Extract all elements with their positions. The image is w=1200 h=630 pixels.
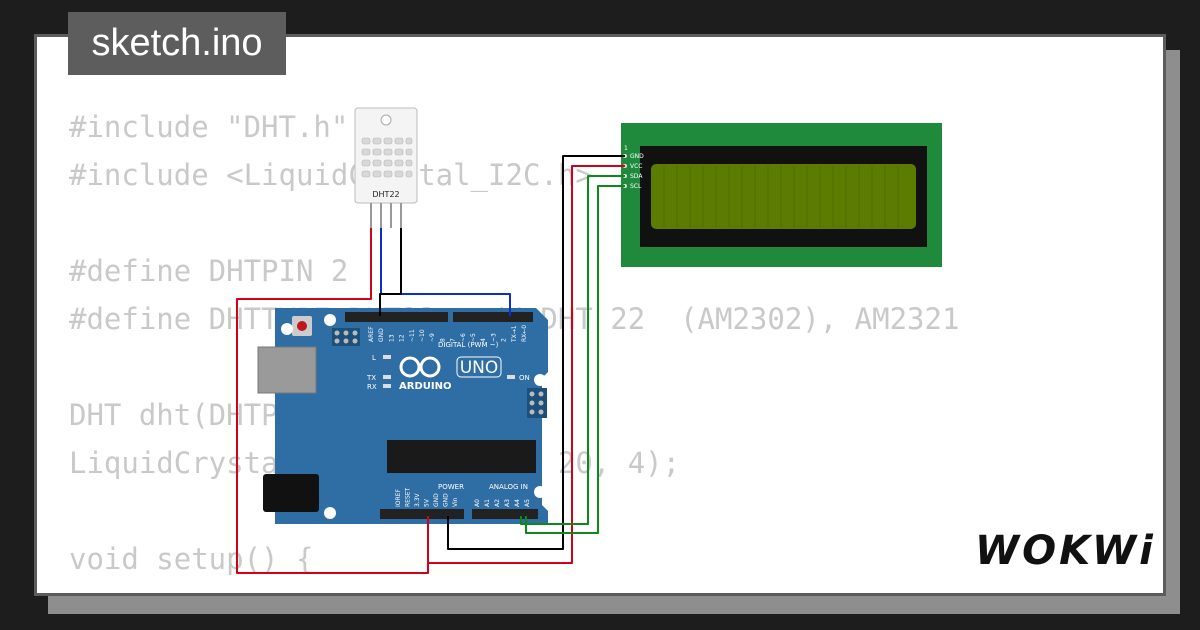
pin-label: A2 xyxy=(494,499,501,507)
arduino-infinity-logo-icon xyxy=(399,356,441,378)
wire-dht-data-blue xyxy=(380,228,511,316)
rx-label: RX xyxy=(367,383,377,391)
pin-label: A0 xyxy=(474,499,481,507)
analog-header xyxy=(472,509,538,519)
lcd-pin-scl-label: SCL xyxy=(630,183,642,190)
wire-lcd-sda-green xyxy=(520,175,625,525)
pin-label: Vin xyxy=(452,497,459,507)
pin-label: 3.3V xyxy=(414,492,421,507)
pin-label: A1 xyxy=(484,499,491,507)
wire-lcd-vcc-red xyxy=(428,165,625,564)
pin-label: A5 xyxy=(524,499,531,507)
pin-label: ~11 xyxy=(409,329,416,342)
arduino-brand-label: ARDUINO xyxy=(399,381,451,392)
wire-dht-gnd-black xyxy=(379,228,402,316)
microcontroller-chip xyxy=(387,440,536,473)
uno-badge xyxy=(456,356,502,378)
pin-label: ~6 xyxy=(460,333,467,342)
digital-label: DIGITAL (PWM ~) xyxy=(438,341,499,349)
pin-label: 13 xyxy=(388,334,395,342)
lcd-char-grid xyxy=(663,166,899,227)
pin-label: ~9 xyxy=(429,333,436,342)
power-jack xyxy=(263,474,319,512)
dht22-body xyxy=(354,107,418,204)
pin-label: GND xyxy=(433,493,440,507)
lcd-pin-1-label: 1 xyxy=(624,145,628,152)
lcd-pin-vcc-label: VCC xyxy=(630,163,642,170)
pin-label: A3 xyxy=(504,499,511,507)
pin-label: 7 xyxy=(450,338,457,342)
icsp-header xyxy=(332,328,360,346)
mount-hole-4 xyxy=(534,486,546,498)
on-label: ON xyxy=(519,374,530,382)
mount-hole-5 xyxy=(324,507,336,519)
pin-label: 4 xyxy=(480,338,487,342)
reset-button-cap xyxy=(297,321,307,331)
wire-lcd-gnd-black xyxy=(447,155,625,550)
pin-label: AREF xyxy=(368,326,375,342)
lcd-screen xyxy=(651,164,916,229)
wire-lcd-scl-green xyxy=(525,185,625,534)
pin-label: GND xyxy=(378,328,385,342)
pin-label: GND xyxy=(443,493,450,507)
pin-label: IOREF xyxy=(395,489,402,507)
pin-label: ~10 xyxy=(419,329,426,342)
tx-label: TX xyxy=(366,374,376,382)
mount-hole-3 xyxy=(534,374,546,386)
led-tx xyxy=(383,375,391,379)
wires xyxy=(236,155,625,574)
usb-port xyxy=(257,346,317,394)
pin-label: 12 xyxy=(399,334,406,342)
lcd-pin-gnd-label: GND xyxy=(630,153,644,160)
pin-label: ~5 xyxy=(470,333,477,342)
dht22-legs xyxy=(370,203,402,228)
pin-label: TX→1 xyxy=(511,325,518,343)
pin-label: 2 xyxy=(501,338,508,342)
mount-hole-2 xyxy=(324,314,336,326)
led-rx xyxy=(383,384,391,388)
power-label: POWER xyxy=(438,483,464,491)
lcd-display[interactable]: 1 GND VCC SDA SCL xyxy=(621,123,942,267)
wokwi-logo: WOKWi xyxy=(975,528,1156,574)
pin-label: A4 xyxy=(514,499,521,507)
dht22-label: DHT22 xyxy=(372,190,399,199)
power-header xyxy=(380,509,464,519)
pin-label: RESET xyxy=(405,487,412,507)
dht22-sensor[interactable]: DHT22 xyxy=(354,107,418,228)
dht22-vent-grid xyxy=(361,137,413,178)
led-l xyxy=(383,355,391,359)
dht22-mount-hole xyxy=(380,114,392,126)
l-label: L xyxy=(372,354,376,362)
file-tab[interactable]: sketch.ino xyxy=(68,12,286,75)
digital-header-left xyxy=(345,312,448,322)
mount-hole-1 xyxy=(281,323,293,335)
analog-label: ANALOG IN xyxy=(489,483,528,491)
lcd-pin-sda-label: SDA xyxy=(630,173,643,180)
pin-label: ~3 xyxy=(490,333,497,342)
code-preview-card: #include "DHT.h" #include <LiquidCrystal… xyxy=(34,34,1166,596)
digital-header-right xyxy=(453,312,533,322)
pin-label: 5V xyxy=(424,498,431,507)
uno-label: UNO xyxy=(460,358,499,378)
pin-label: RX←0 xyxy=(521,325,528,342)
led-on xyxy=(507,375,515,379)
arduino-uno-board[interactable]: UNO ARDUINO DIGITAL (PWM ~) ANALOG IN PO… xyxy=(257,308,548,524)
icsp-header-2 xyxy=(527,388,547,418)
pin-label: 8 xyxy=(439,338,446,342)
